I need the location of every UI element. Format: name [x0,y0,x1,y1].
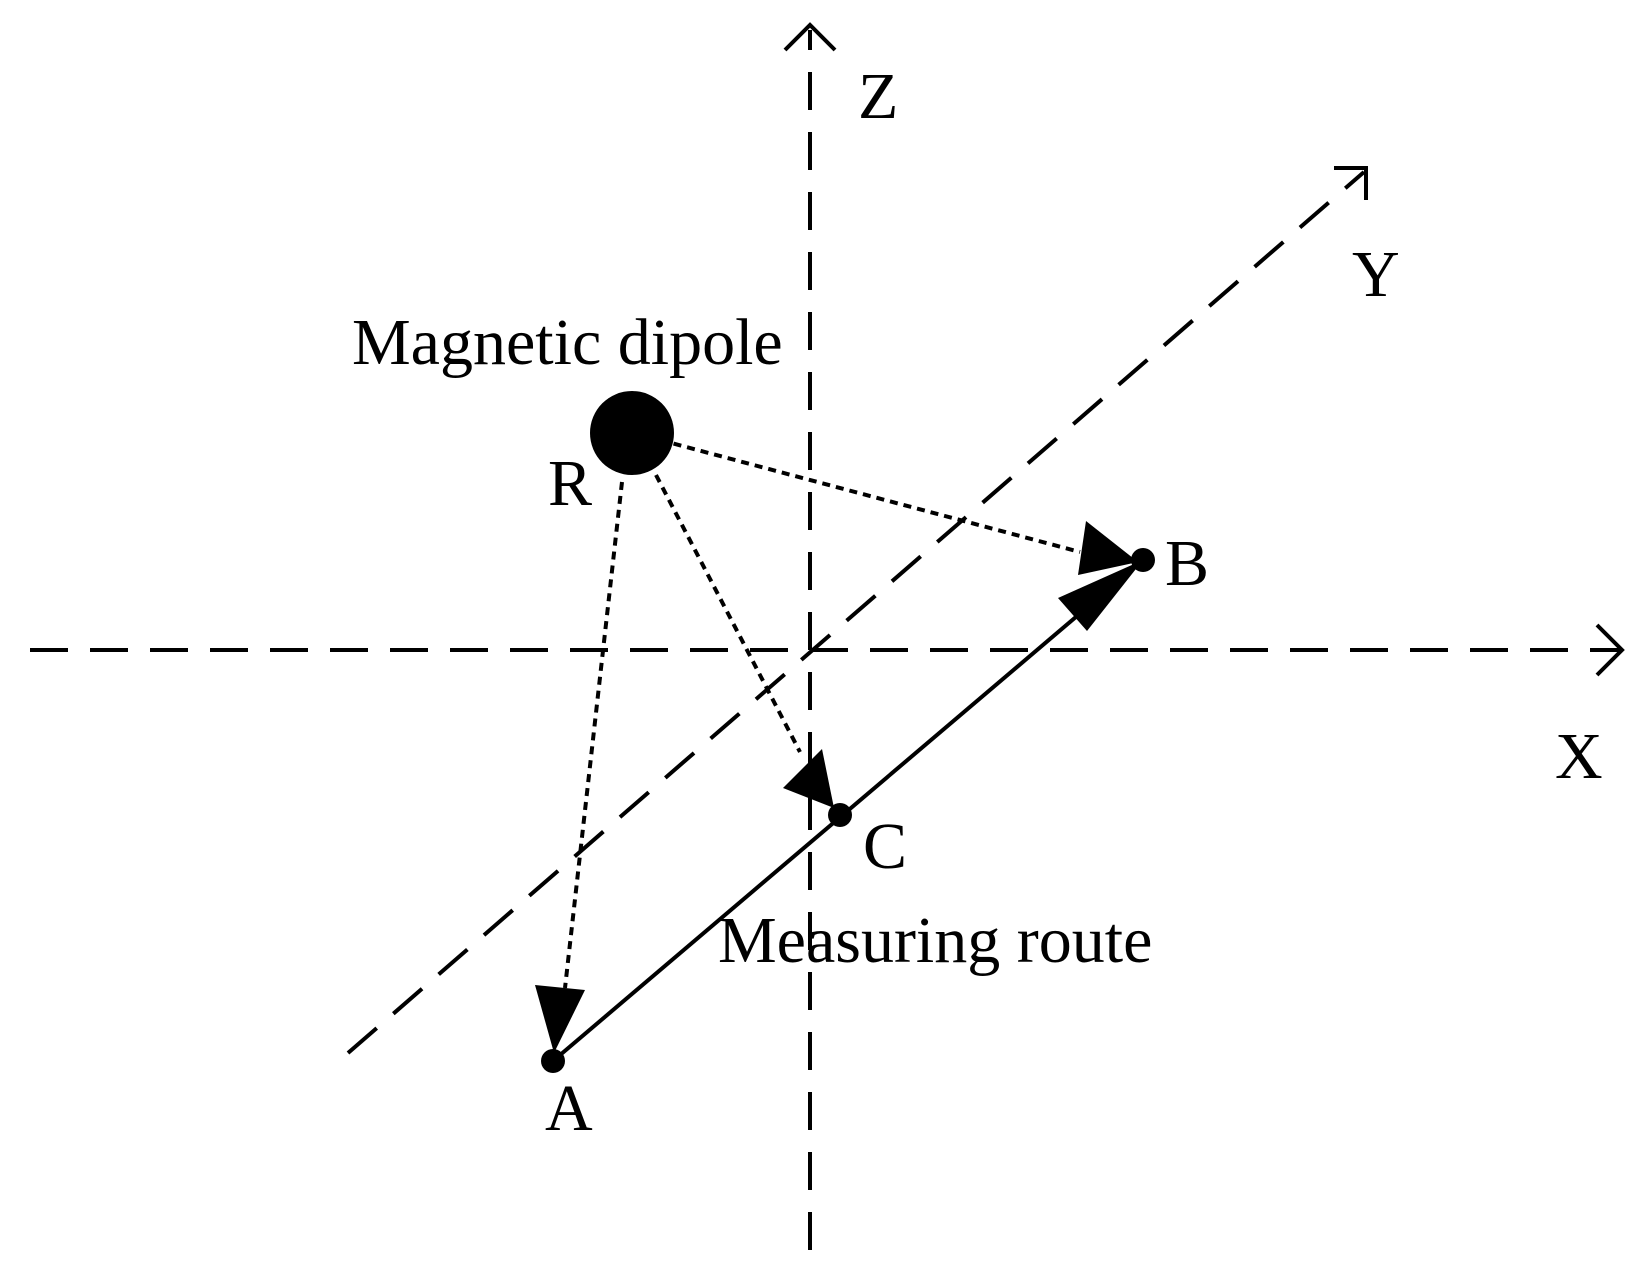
z-axis-arrowhead-icon [783,22,837,52]
measuring-route-label: Measuring route [718,904,1152,977]
vector-r-to-c-arrowhead-icon [783,749,834,808]
point-r-label: R [548,447,592,520]
z-axis [783,22,837,1250]
z-axis-label: Z [858,60,898,133]
point-b-marker [1131,548,1155,572]
magnetic-dipole-marker [590,391,674,475]
point-a-marker [541,1049,565,1073]
dipole-vectors [535,438,1138,1053]
vector-r-to-c [654,474,802,753]
vector-r-to-b-arrowhead-icon [1078,521,1138,575]
vector-r-to-b [659,438,1081,554]
y-axis-line [346,170,1366,1055]
y-axis-label: Y [1352,238,1400,311]
y-axis [346,166,1368,1055]
route-arrowhead-icon [1058,560,1143,631]
point-b-label: B [1165,527,1209,600]
x-axis [30,623,1625,677]
x-axis-label: X [1555,720,1603,793]
point-c-label: C [863,810,907,883]
labels: Z Y X Magnetic dipole R B C A Measuring … [352,60,1603,1145]
vector-r-to-a-arrowhead-icon [535,985,585,1053]
vector-r-to-a [563,481,624,989]
point-a-label: A [545,1072,593,1145]
y-axis-arrowhead-icon [1334,166,1368,200]
x-axis-arrowhead-icon [1595,623,1625,677]
magnetic-dipole-label: Magnetic dipole [352,306,783,379]
point-c-marker [828,803,852,827]
points [541,391,1155,1073]
